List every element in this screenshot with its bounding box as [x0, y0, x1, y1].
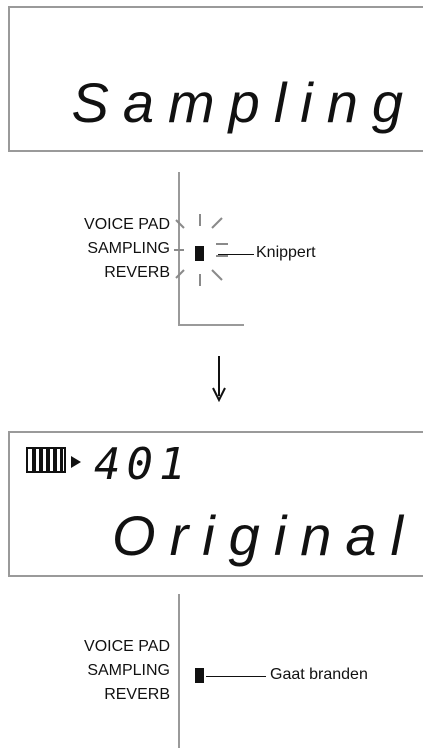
indicator-sampling-2: SAMPLING [87, 662, 170, 679]
indicator-marker-2 [195, 668, 204, 683]
indicator-sampling: SAMPLING [87, 240, 170, 257]
indicator-marker [195, 246, 204, 261]
keyboard-icon [26, 447, 66, 473]
indicator-voice-pad: VOICE PAD [84, 216, 170, 233]
indicator-labels: VOICE PAD SAMPLING REVERB [40, 213, 170, 285]
indicator-reverb: REVERB [104, 264, 170, 281]
lcd-display-original: 401 Original [8, 431, 423, 577]
down-arrow-icon [212, 356, 226, 402]
callout-knippert: Knippert [256, 244, 316, 261]
lcd-text-sampling: Sampling [71, 71, 417, 134]
lcd-display-sampling: Sampling [8, 6, 423, 152]
play-triangle-icon [71, 456, 81, 468]
lcd-number: 401 [94, 439, 192, 490]
lcd-text-original: Original [112, 504, 417, 567]
indicator-voice-pad-2: VOICE PAD [84, 638, 170, 655]
indicator-labels-2: VOICE PAD SAMPLING REVERB [40, 635, 170, 707]
callout-gaat-branden: Gaat branden [270, 666, 368, 683]
indicator-reverb-2: REVERB [104, 686, 170, 703]
flash-rays-icon [174, 214, 228, 286]
